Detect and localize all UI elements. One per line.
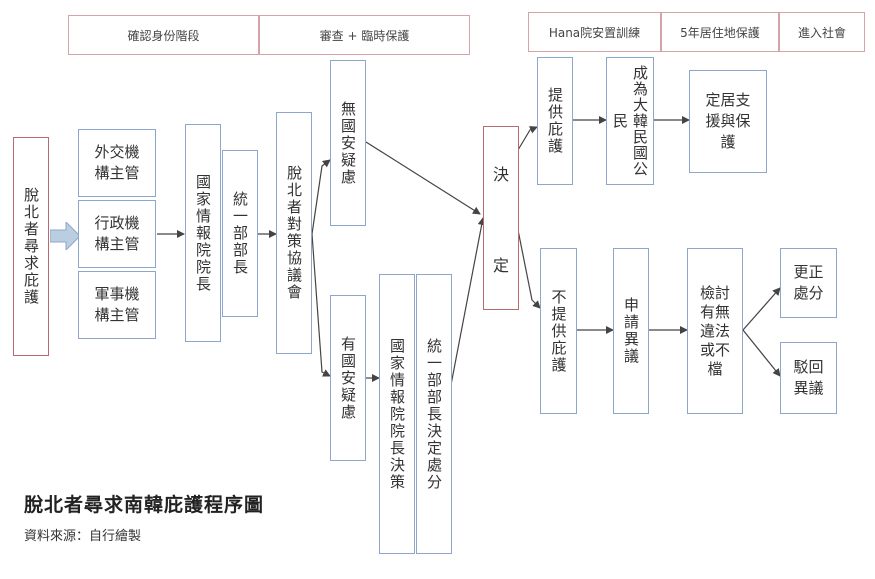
arrow-council-no-suspicion (311, 159, 331, 235)
arrow-no-suspicion-decision (365, 141, 481, 215)
node-admin-agency: 行政機 構主管 (78, 200, 156, 268)
node-reject-appeal: 駁回 異議 (780, 342, 837, 414)
node-nis: 國家情報院院長 (185, 124, 221, 342)
node-correct-disposition: 更正 處分 (780, 248, 837, 318)
arrow-unif-decide-decision (449, 217, 486, 391)
node-unif-decide: 統一部部長決定處分 (416, 274, 452, 554)
node-settlement-support: 定居支 援與保 護 (689, 70, 767, 173)
fat-arrow-icon (50, 222, 80, 250)
header-residence: 5年居住地保護 (661, 12, 779, 52)
arrow-decision-not-provide (517, 229, 541, 309)
node-provide-asylum: 提供庇護 (537, 57, 573, 185)
source-note: 資料來源：自行繪製 (24, 529, 142, 544)
arrow-council-suspicion (311, 233, 331, 377)
node-nis-decide: 國家情報院院長決策 (379, 274, 415, 554)
decision-char-top: 決 (492, 164, 509, 184)
arrow-review-correct (742, 287, 781, 331)
diagram-title: 脫北者尋求南韓庇護程序圖 (24, 494, 265, 516)
node-military-agency: 軍事機 構主管 (78, 271, 156, 339)
node-defector: 脫北者尋求庇護 (13, 137, 49, 356)
arrow-decision-provide (517, 126, 538, 151)
node-suspicion: 有國安疑慮 (330, 295, 366, 461)
node-not-provide-asylum: 不提供庇護 (540, 248, 577, 414)
header-society: 進入社會 (779, 12, 865, 52)
node-apply-appeal: 申請異議 (613, 248, 649, 414)
decision-char-bottom: 定 (492, 255, 509, 275)
header-review: 審查 + 臨時保護 (259, 15, 470, 55)
node-unification: 統一部部長 (222, 150, 258, 317)
node-decision: 決 定 (483, 126, 519, 310)
node-foreign-agency: 外交機 構主管 (78, 129, 156, 197)
node-council: 脫北者對策協議會 (276, 112, 312, 354)
header-hana: Hana院安置訓練 (528, 12, 661, 52)
node-review-illegal: 檢討 有無 違法 或不 檔 (687, 248, 743, 414)
node-become-citizen: 成為大韓民國公民 (606, 57, 654, 185)
node-no-suspicion: 無國安疑慮 (330, 60, 366, 226)
header-identify: 確認身份階段 (68, 15, 259, 55)
arrow-review-reject (742, 329, 781, 377)
